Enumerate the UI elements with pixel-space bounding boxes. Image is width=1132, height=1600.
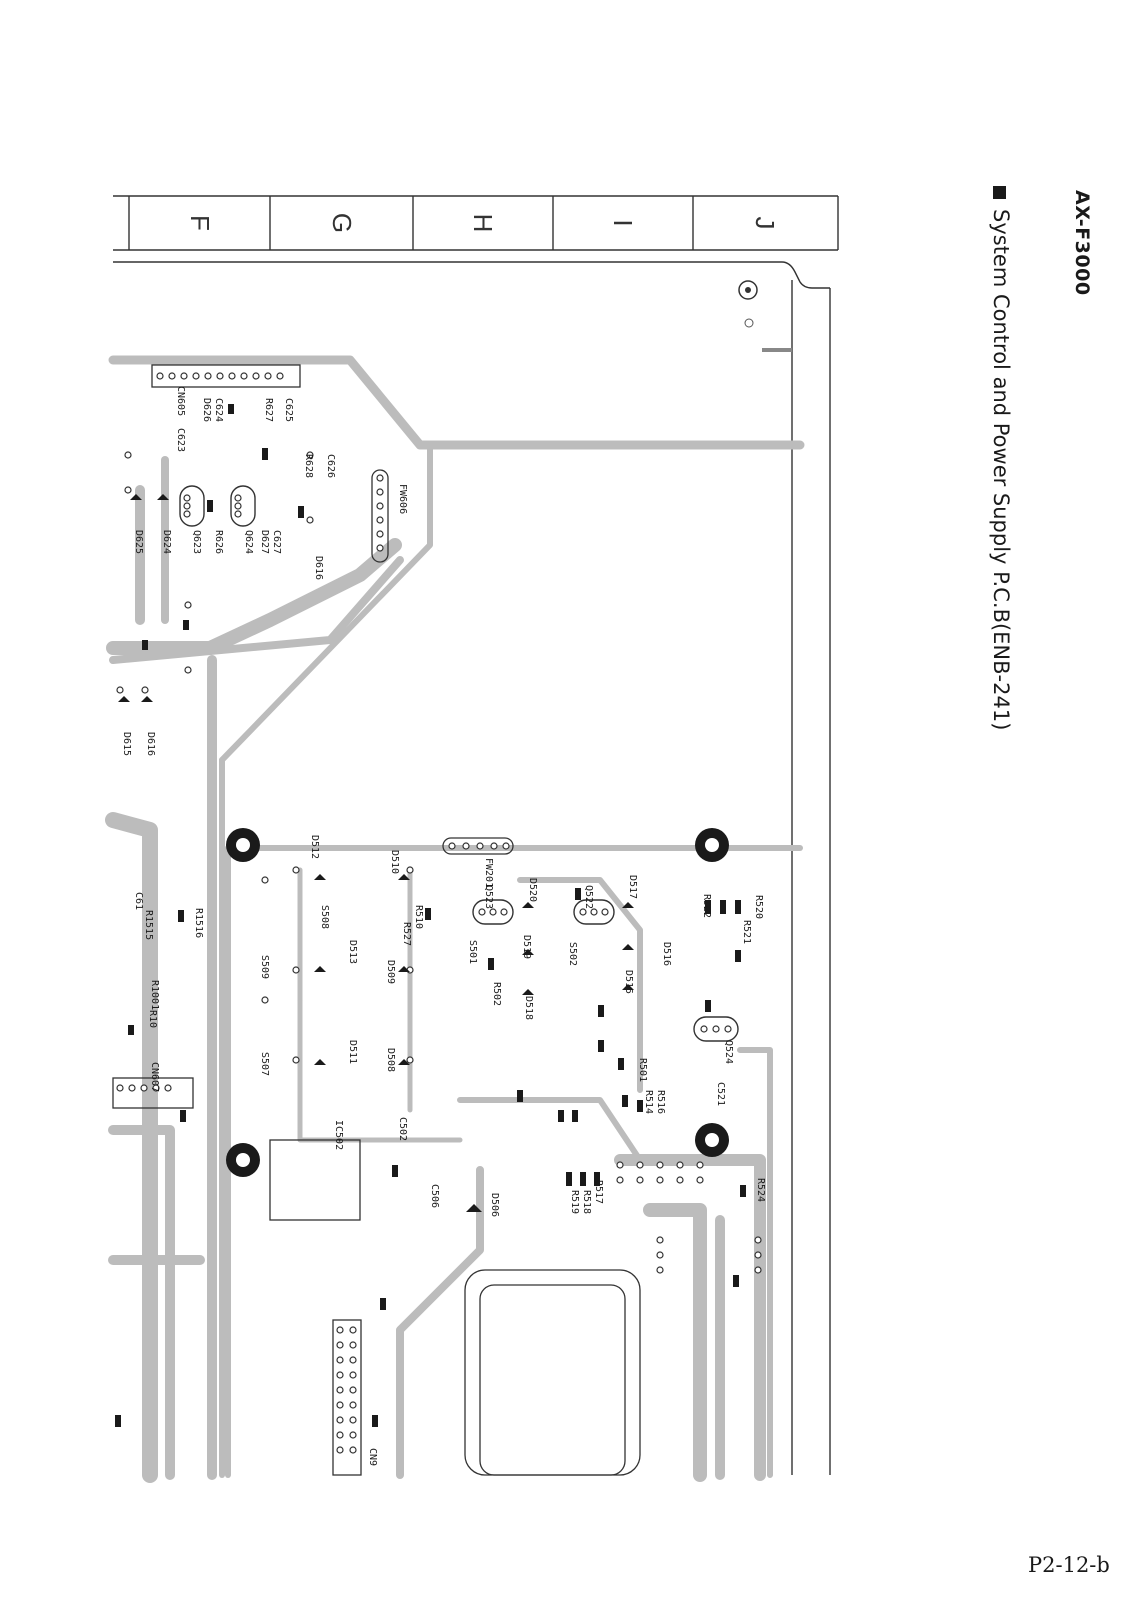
ref-label: Q623 xyxy=(191,530,202,554)
ref-label: C521 xyxy=(715,1082,726,1106)
ref-label: R524 xyxy=(755,1178,766,1202)
ref-label: C623 xyxy=(175,428,186,452)
ref-label: D519 xyxy=(521,935,532,959)
ref-label: D506 xyxy=(489,1193,500,1217)
page-title-text: System Control and Power Supply P.C.B(EN… xyxy=(989,209,1013,731)
diodes xyxy=(118,494,634,1212)
ref-label: D615 xyxy=(121,732,132,756)
ref-label: S509 xyxy=(259,955,270,979)
page-number: P2-12-b xyxy=(1028,1553,1110,1577)
ref-label: FW606 xyxy=(397,484,408,514)
connectors xyxy=(112,364,641,1476)
ref-label: R501 xyxy=(637,1058,648,1082)
ref-label: C626 xyxy=(325,454,336,478)
board-outline xyxy=(113,261,831,1475)
ref-label: R519 xyxy=(569,1190,580,1214)
ref-label: S508 xyxy=(319,905,330,929)
ref-label: R10 xyxy=(147,1010,158,1028)
page-title: System Control and Power Supply P.C.B(EN… xyxy=(989,186,1013,730)
ref-label: C627 xyxy=(271,530,282,554)
mounting-holes xyxy=(226,280,792,1177)
grid-header xyxy=(113,195,839,251)
ref-label: CN9 xyxy=(367,1448,378,1466)
ref-label: D509 xyxy=(385,960,396,984)
grid-col-label: J xyxy=(750,217,780,230)
ref-label: D518 xyxy=(523,996,534,1020)
ref-label: R1516 xyxy=(193,908,204,938)
ref-label: D616 xyxy=(313,556,324,580)
bullet-square-icon xyxy=(993,186,1007,199)
ref-label: D510 xyxy=(389,850,400,874)
grid-col-label: G xyxy=(327,213,357,233)
ref-label: R628 xyxy=(303,454,314,478)
ref-label: D616 xyxy=(145,732,156,756)
ref-label: R522 xyxy=(701,894,712,918)
ref-label: Q624 xyxy=(243,530,254,554)
ref-label: R516 xyxy=(655,1090,666,1114)
smd-parts xyxy=(115,404,746,1427)
model-number: AX-F3000 xyxy=(1071,190,1093,296)
ref-label: D625 xyxy=(133,530,144,554)
ref-label: D511 xyxy=(347,1040,358,1064)
ref-label: R1001 xyxy=(149,980,160,1010)
ref-label: Q523 xyxy=(483,885,494,909)
grid-col-label: F xyxy=(185,215,215,231)
ref-label: D627 xyxy=(259,530,270,554)
ref-label: D516 xyxy=(661,942,672,966)
ref-label: S507 xyxy=(259,1052,270,1076)
ref-label: R1515 xyxy=(143,910,154,940)
ref-label: R626 xyxy=(213,530,224,554)
pads xyxy=(116,372,762,1454)
ref-label: R527 xyxy=(401,922,412,946)
ref-label: D624 xyxy=(161,530,172,554)
ref-label: CN605 xyxy=(175,386,186,416)
ref-label: C502 xyxy=(397,1117,408,1141)
ref-label: R517 xyxy=(593,1180,604,1204)
ref-label: D513 xyxy=(347,940,358,964)
ref-label: Q524 xyxy=(723,1040,734,1064)
ref-label: D520 xyxy=(527,878,538,902)
ref-label: D515 xyxy=(623,970,634,994)
ref-label: C625 xyxy=(283,398,294,422)
ref-label: D512 xyxy=(309,835,320,859)
ref-label: R502 xyxy=(491,982,502,1006)
ref-label: D508 xyxy=(385,1048,396,1072)
ref-label: CN607 xyxy=(149,1062,160,1092)
ref-label: D517 xyxy=(627,875,638,899)
ref-label: R510 xyxy=(413,905,424,929)
ref-label: R518 xyxy=(581,1190,592,1214)
ref-label: R514 xyxy=(643,1090,654,1114)
ref-label: S502 xyxy=(567,942,578,966)
grid-col-label: I xyxy=(608,219,638,226)
ref-label: D626 xyxy=(201,398,212,422)
ref-label: FW201 xyxy=(483,858,494,888)
ref-label: S501 xyxy=(467,940,478,964)
grid-col-label: H xyxy=(468,214,498,233)
ref-label: R521 xyxy=(741,920,752,944)
ref-label: R627 xyxy=(263,398,274,422)
ref-label: C506 xyxy=(429,1184,440,1208)
ref-label: C61 xyxy=(133,892,144,910)
ref-label: R520 xyxy=(753,895,764,919)
copper-traces xyxy=(105,355,805,1483)
ref-label: C624 xyxy=(213,398,224,422)
transistors xyxy=(179,485,739,1042)
ref-label: Q522 xyxy=(583,885,594,909)
ref-label: IC502 xyxy=(333,1120,344,1150)
